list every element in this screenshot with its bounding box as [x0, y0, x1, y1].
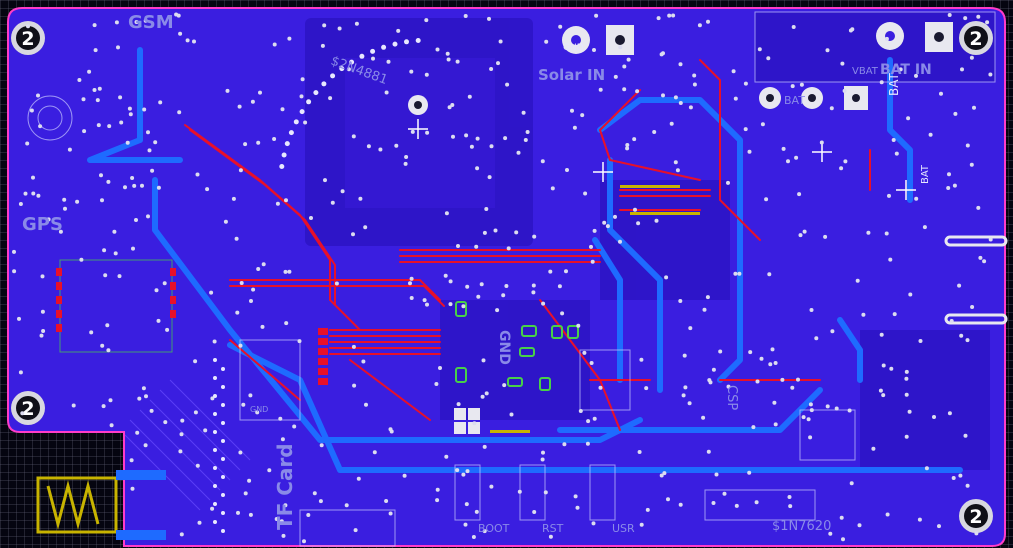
- via-arc: [213, 38, 421, 533]
- gps-module-pads: [56, 268, 176, 332]
- mounting-hole-number: 2: [969, 506, 982, 528]
- mounting-holes: 2 2 2 2: [11, 21, 993, 533]
- gps-label: GPS: [22, 214, 63, 235]
- via-grid: [12, 12, 993, 544]
- mounting-hole: 2: [959, 499, 993, 533]
- bat-in-label: BAT IN: [880, 62, 932, 78]
- sma-antenna-connector: [36, 470, 166, 540]
- courtyard-marks: [455, 301, 579, 391]
- origin-crosshairs: [408, 119, 916, 200]
- mounting-hole: 2: [959, 21, 993, 55]
- bat-rot-label: BAT: [887, 72, 901, 96]
- solar-in-label: Solar IN: [538, 66, 605, 84]
- mounting-hole-number: 2: [21, 398, 34, 420]
- gsm-label: GSM: [128, 12, 174, 33]
- bat-pad-label: BAT: [784, 94, 805, 107]
- yellow-pad-marks: [490, 185, 700, 433]
- header-pins: [454, 408, 480, 434]
- usb-connector-slots: [944, 235, 1008, 325]
- rst-label: RST: [542, 522, 564, 535]
- tf-card-label: TF Card: [273, 443, 297, 530]
- boot-label: BOOT: [478, 522, 510, 535]
- solar-gnd-label: GND: [563, 43, 584, 53]
- fpc-connector-pads: [318, 328, 328, 385]
- gnd-mid-label: GND: [496, 330, 512, 365]
- power-terminals: [408, 22, 953, 115]
- diode-part-label-2: $1N7620: [772, 519, 831, 534]
- bat-rot-label-2: BAT: [920, 164, 931, 184]
- usr-label: USR: [612, 522, 635, 535]
- mounting-hole-number: 2: [969, 28, 982, 50]
- small-gnd-label: GND: [250, 405, 268, 414]
- mounting-hole: 2: [11, 21, 45, 55]
- vbat-label: VBAT: [852, 66, 879, 77]
- csp-label: CSP: [724, 385, 739, 410]
- mounting-hole: 2: [11, 391, 45, 425]
- mounting-hole-number: 2: [21, 28, 34, 50]
- component-outlines: [27, 11, 996, 547]
